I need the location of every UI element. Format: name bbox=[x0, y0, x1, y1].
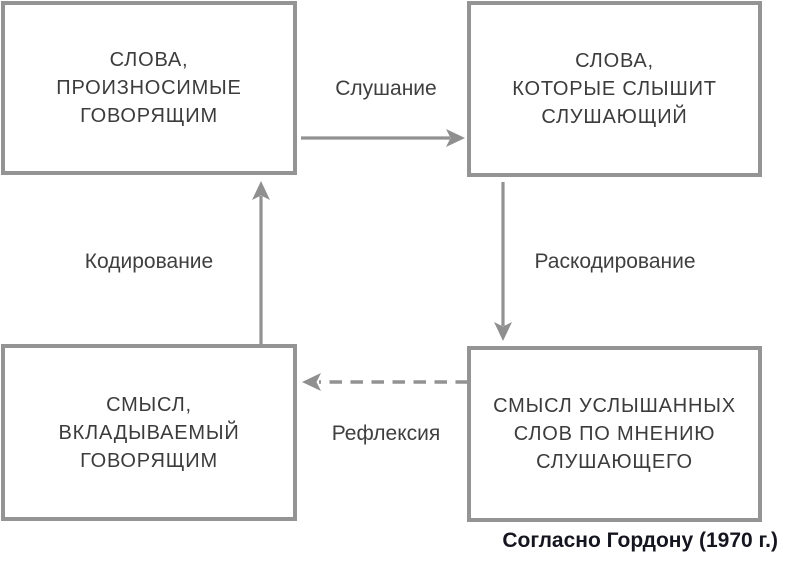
box-text-line: ГОВОРЯЩИМ bbox=[80, 105, 218, 127]
box-words-heard-by-listener: СЛОВА, КОТОРЫЕ СЛЫШИТ СЛУШАЮЩИЙ bbox=[467, 1, 762, 177]
label-encoding: Кодирование bbox=[84, 250, 214, 273]
label-reflection: Рефлексия bbox=[331, 422, 441, 445]
arrow-left-icon bbox=[302, 373, 321, 391]
source-caption: Согласно Гордону (1970 г.) bbox=[502, 529, 778, 552]
box-text-line: СЛУШАЮЩИЙ bbox=[541, 106, 688, 128]
box-text-line: ВКЛАДЫВАЕМЫЙ bbox=[58, 421, 240, 444]
box-text-line: СЛОВА, bbox=[109, 49, 189, 71]
listening-arrow bbox=[301, 129, 465, 147]
arrow-down-icon bbox=[494, 322, 512, 341]
box-text-line: СЛУШАЮЩЕГО bbox=[536, 451, 693, 473]
arrow-up-icon bbox=[252, 181, 270, 200]
box-text-line: ПРОИЗНОСИМЫЕ bbox=[56, 77, 242, 99]
box-text-line: СЛОВ ПО МНЕНИЮ bbox=[513, 423, 716, 445]
encoding-arrow bbox=[252, 181, 270, 344]
box-text-line: КОТОРЫЕ СЛЫШИТ bbox=[512, 78, 717, 100]
box-words-spoken-by-speaker: СЛОВА, ПРОИЗНОСИМЫЕ ГОВОРЯЩИМ bbox=[1, 1, 297, 175]
label-listening: Слушание bbox=[335, 77, 437, 100]
box-text-line: СМЫСЛ УСЛЫШАННЫХ bbox=[493, 395, 736, 417]
box-text-line: ГОВОРЯЩИМ bbox=[80, 449, 218, 472]
box-meaning-intended-by-speaker: СМЫСЛ, ВКЛАДЫВАЕМЫЙ ГОВОРЯЩИМ bbox=[1, 344, 297, 521]
box-meaning-perceived-by-listener: СМЫСЛ УСЛЫШАННЫХ СЛОВ ПО МНЕНИЮ СЛУШАЮЩЕ… bbox=[467, 346, 762, 522]
box-text-line: СЛОВА, bbox=[575, 50, 654, 72]
label-decoding: Раскодирование bbox=[534, 250, 696, 273]
decoding-arrow bbox=[494, 182, 512, 341]
arrow-right-icon bbox=[446, 129, 465, 147]
box-text-line: СМЫСЛ, bbox=[106, 393, 192, 416]
reflection-arrow bbox=[302, 373, 468, 391]
